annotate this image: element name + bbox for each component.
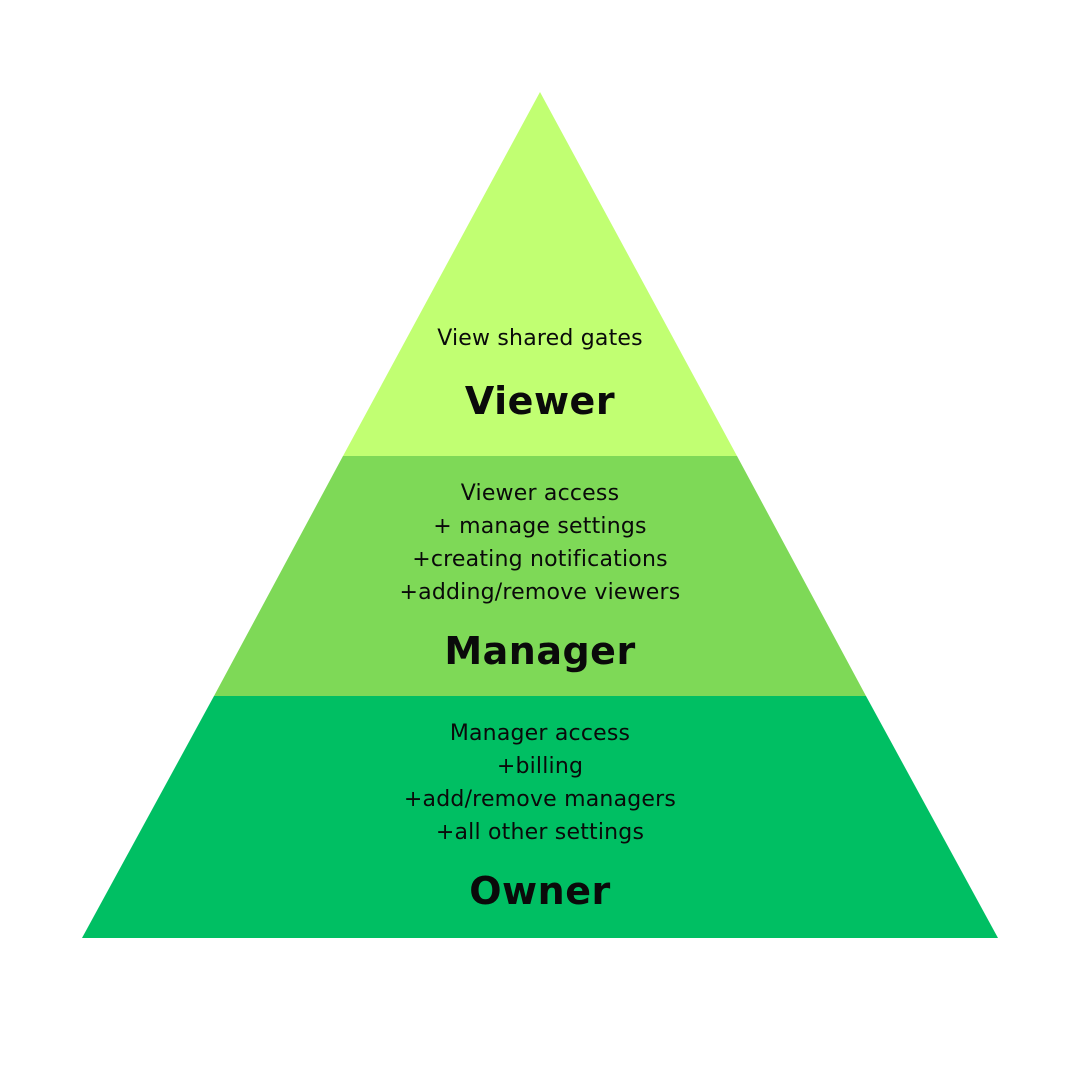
manager-description-line: +adding/remove viewers <box>399 580 681 605</box>
pyramid-tier-manager <box>214 456 866 696</box>
owner-description-line: +all other settings <box>435 820 645 845</box>
viewer-title-wrap: Viewer <box>0 378 1080 424</box>
owner-title: Owner <box>469 869 611 913</box>
owner-description-line: +add/remove managers <box>403 787 677 812</box>
owner-description-line: +billing <box>496 754 584 779</box>
manager-tier-text: Viewer access + manage settings +creatin… <box>0 477 1080 609</box>
owner-description-line: Manager access <box>449 721 631 746</box>
viewer-tier-text: View shared gates <box>0 322 1080 355</box>
manager-description-line: + manage settings <box>433 514 647 539</box>
manager-title-wrap: Manager <box>0 628 1080 674</box>
owner-tier-text: Manager access +billing +add/remove mana… <box>0 717 1080 849</box>
pyramid-tier-owner <box>82 696 998 938</box>
manager-description-line: +creating notifications <box>412 547 668 572</box>
owner-title-wrap: Owner <box>0 868 1080 914</box>
viewer-title: Viewer <box>464 379 616 423</box>
manager-description-line: Viewer access <box>460 481 620 506</box>
viewer-description-line: View shared gates <box>437 326 643 351</box>
manager-title: Manager <box>444 629 636 673</box>
pyramid-tier-viewer <box>343 92 737 456</box>
